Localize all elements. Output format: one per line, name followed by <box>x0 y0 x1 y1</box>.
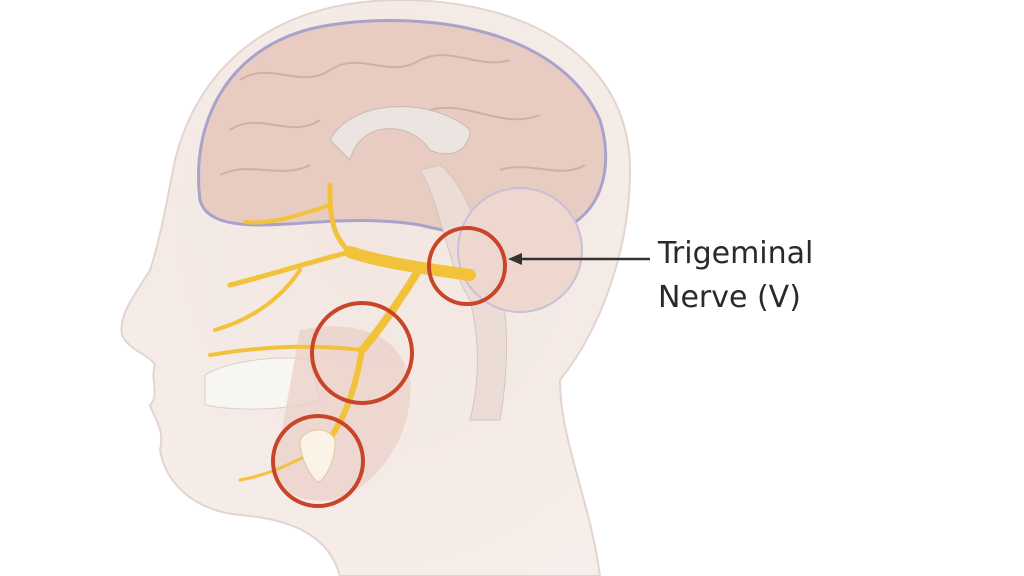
corpus-callosum <box>329 106 471 161</box>
label-line-2: Nerve (V) <box>658 280 801 315</box>
highlight-circle-ganglion <box>427 226 507 306</box>
label-line-1: Trigeminal <box>658 236 814 271</box>
cerebellum <box>457 187 583 313</box>
nerve-label: Trigeminal Nerve (V) <box>658 232 813 320</box>
brain-folds <box>219 54 586 176</box>
highlight-circle-tooth <box>271 414 365 508</box>
highlight-circle-jaw <box>310 301 414 405</box>
arrowhead-icon <box>508 253 522 265</box>
molar-tooth <box>299 429 336 483</box>
